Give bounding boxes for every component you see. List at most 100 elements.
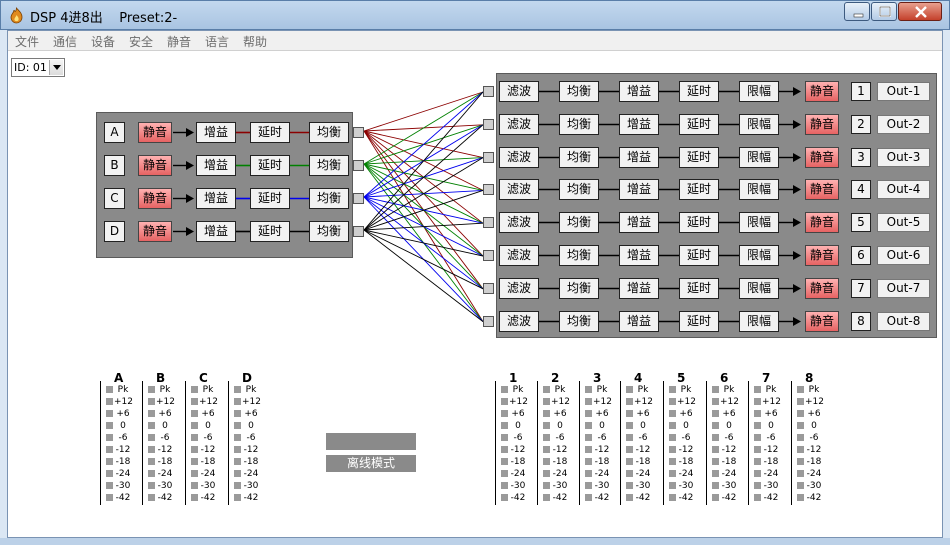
output-delay-button-4[interactable]: 延时 [679, 212, 719, 234]
output-mute-button-7[interactable]: 静音 [805, 310, 839, 332]
offline-mode-indicator[interactable]: 离线模式 [326, 455, 416, 472]
output-filter-button-2[interactable]: 滤波 [499, 146, 539, 168]
output-mute-button-2[interactable]: 静音 [805, 146, 839, 168]
input-port-0[interactable] [353, 127, 364, 138]
output-port-5[interactable] [483, 250, 494, 261]
menu-communication[interactable]: 通信 [53, 35, 78, 49]
output-gain-button-2[interactable]: 增益 [619, 146, 659, 168]
menu-security[interactable]: 安全 [129, 35, 154, 49]
output-gain-button-6[interactable]: 增益 [619, 277, 659, 299]
output-filter-button-7[interactable]: 滤波 [499, 310, 539, 332]
input-delay-button-0[interactable]: 延时 [250, 122, 290, 143]
input-eq-button-1[interactable]: 均衡 [309, 155, 349, 176]
output-mute-button-6[interactable]: 静音 [805, 277, 839, 299]
input-mute-button-0[interactable]: 静音 [138, 122, 172, 143]
menu-help[interactable]: 帮助 [243, 35, 268, 49]
output-port-1[interactable] [483, 118, 494, 130]
output-filter-button-1[interactable]: 滤波 [499, 113, 539, 135]
output-limiter-button-5[interactable]: 限幅 [739, 245, 779, 266]
output-port-4[interactable] [483, 217, 494, 229]
meter-scale-label: -24 [678, 469, 694, 479]
output-gain-button-0[interactable]: 增益 [619, 81, 659, 102]
output-filter-button-5[interactable]: 滤波 [499, 245, 539, 266]
input-port-1[interactable] [353, 160, 364, 171]
output-mute-button-4[interactable]: 静音 [805, 212, 839, 234]
input-port-3[interactable] [353, 226, 364, 237]
output-delay-button-7[interactable]: 延时 [679, 310, 719, 332]
input-eq-button-2[interactable]: 均衡 [309, 188, 349, 209]
menu-file[interactable]: 文件 [15, 35, 40, 49]
output-delay-button-2[interactable]: 延时 [679, 146, 719, 168]
output-mute-button-3[interactable]: 静音 [805, 179, 839, 201]
input-eq-button-3[interactable]: 均衡 [309, 221, 349, 242]
meter-led [797, 482, 804, 489]
input-mute-button-1[interactable]: 静音 [138, 155, 172, 176]
menu-bar: 文件 通信 设备 安全 静音 语言 帮助 [8, 31, 942, 51]
output-limiter-button-0[interactable]: 限幅 [739, 81, 779, 102]
output-limiter-button-2[interactable]: 限幅 [739, 146, 779, 168]
output-name-field-0[interactable]: Out-1 [877, 82, 930, 101]
output-gain-button-3[interactable]: 增益 [619, 179, 659, 201]
output-limiter-button-1[interactable]: 限幅 [739, 113, 779, 135]
minimize-button[interactable] [844, 2, 870, 21]
output-eq-button-2[interactable]: 均衡 [559, 146, 599, 168]
input-port-2[interactable] [353, 193, 364, 204]
input-gain-button-1[interactable]: 增益 [196, 155, 236, 176]
output-port-3[interactable] [483, 184, 494, 196]
output-eq-button-0[interactable]: 均衡 [559, 81, 599, 102]
output-name-field-7[interactable]: Out-8 [877, 311, 930, 331]
input-mute-button-3[interactable]: 静音 [138, 221, 172, 242]
input-eq-button-0[interactable]: 均衡 [309, 122, 349, 143]
output-delay-button-6[interactable]: 延时 [679, 277, 719, 299]
output-port-7[interactable] [483, 315, 494, 327]
output-eq-button-7[interactable]: 均衡 [559, 310, 599, 332]
output-port-2[interactable] [483, 151, 494, 163]
output-delay-button-0[interactable]: 延时 [679, 81, 719, 102]
output-name-field-1[interactable]: Out-2 [877, 114, 930, 134]
output-mute-button-1[interactable]: 静音 [805, 113, 839, 135]
input-gain-button-3[interactable]: 增益 [196, 221, 236, 242]
device-id-select[interactable]: ID: 01 [11, 58, 65, 77]
output-eq-button-5[interactable]: 均衡 [559, 245, 599, 266]
output-eq-button-3[interactable]: 均衡 [559, 179, 599, 201]
maximize-button[interactable] [871, 2, 897, 21]
input-gain-button-2[interactable]: 增益 [196, 188, 236, 209]
output-eq-button-1[interactable]: 均衡 [559, 113, 599, 135]
output-gain-button-5[interactable]: 增益 [619, 245, 659, 266]
output-name-field-3[interactable]: Out-4 [877, 180, 930, 200]
output-limiter-button-3[interactable]: 限幅 [739, 179, 779, 201]
chevron-down-icon[interactable] [49, 60, 63, 75]
output-delay-button-3[interactable]: 延时 [679, 179, 719, 201]
output-name-field-5[interactable]: Out-6 [877, 246, 930, 265]
menu-language[interactable]: 语言 [205, 35, 230, 49]
output-limiter-button-4[interactable]: 限幅 [739, 212, 779, 234]
output-delay-button-1[interactable]: 延时 [679, 113, 719, 135]
output-eq-button-6[interactable]: 均衡 [559, 277, 599, 299]
output-filter-button-0[interactable]: 滤波 [499, 81, 539, 102]
output-port-6[interactable] [483, 282, 494, 294]
output-limiter-button-6[interactable]: 限幅 [739, 277, 779, 299]
output-mute-button-5[interactable]: 静音 [805, 245, 839, 266]
output-mute-button-0[interactable]: 静音 [805, 81, 839, 102]
output-gain-button-1[interactable]: 增益 [619, 113, 659, 135]
input-delay-button-2[interactable]: 延时 [250, 188, 290, 209]
output-filter-button-4[interactable]: 滤波 [499, 212, 539, 234]
output-filter-button-3[interactable]: 滤波 [499, 179, 539, 201]
output-gain-button-4[interactable]: 增益 [619, 212, 659, 234]
close-button[interactable] [898, 2, 942, 21]
input-mute-button-2[interactable]: 静音 [138, 188, 172, 209]
menu-mute[interactable]: 静音 [167, 35, 192, 49]
output-delay-button-5[interactable]: 延时 [679, 245, 719, 266]
input-delay-button-1[interactable]: 延时 [250, 155, 290, 176]
output-gain-button-7[interactable]: 增益 [619, 310, 659, 332]
menu-device[interactable]: 设备 [91, 35, 116, 49]
output-limiter-button-7[interactable]: 限幅 [739, 310, 779, 332]
output-name-field-2[interactable]: Out-3 [877, 147, 930, 167]
output-filter-button-6[interactable]: 滤波 [499, 277, 539, 299]
output-eq-button-4[interactable]: 均衡 [559, 212, 599, 234]
input-gain-button-0[interactable]: 增益 [196, 122, 236, 143]
input-delay-button-3[interactable]: 延时 [250, 221, 290, 242]
output-port-0[interactable] [483, 86, 494, 97]
output-name-field-4[interactable]: Out-5 [877, 213, 930, 233]
output-name-field-6[interactable]: Out-7 [877, 278, 930, 298]
